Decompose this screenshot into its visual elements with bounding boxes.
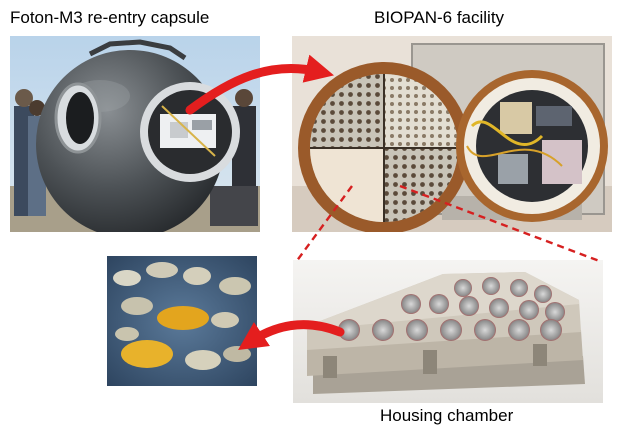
- capsule-photo: [10, 36, 260, 232]
- capsule-illustration: [10, 36, 260, 232]
- biopan-photo: [292, 36, 612, 232]
- tardigrades-illustration: [107, 256, 257, 386]
- biopan-illustration: [292, 36, 612, 232]
- housing-label: Housing chamber: [380, 406, 514, 425]
- capsule-label: Foton-M3 re-entry capsule: [10, 8, 210, 27]
- biopan-label: BIOPAN-6 facility: [374, 8, 505, 27]
- housing-photo: [293, 260, 603, 403]
- tardigrades-photo: [107, 256, 257, 386]
- housing-illustration: [293, 260, 603, 403]
